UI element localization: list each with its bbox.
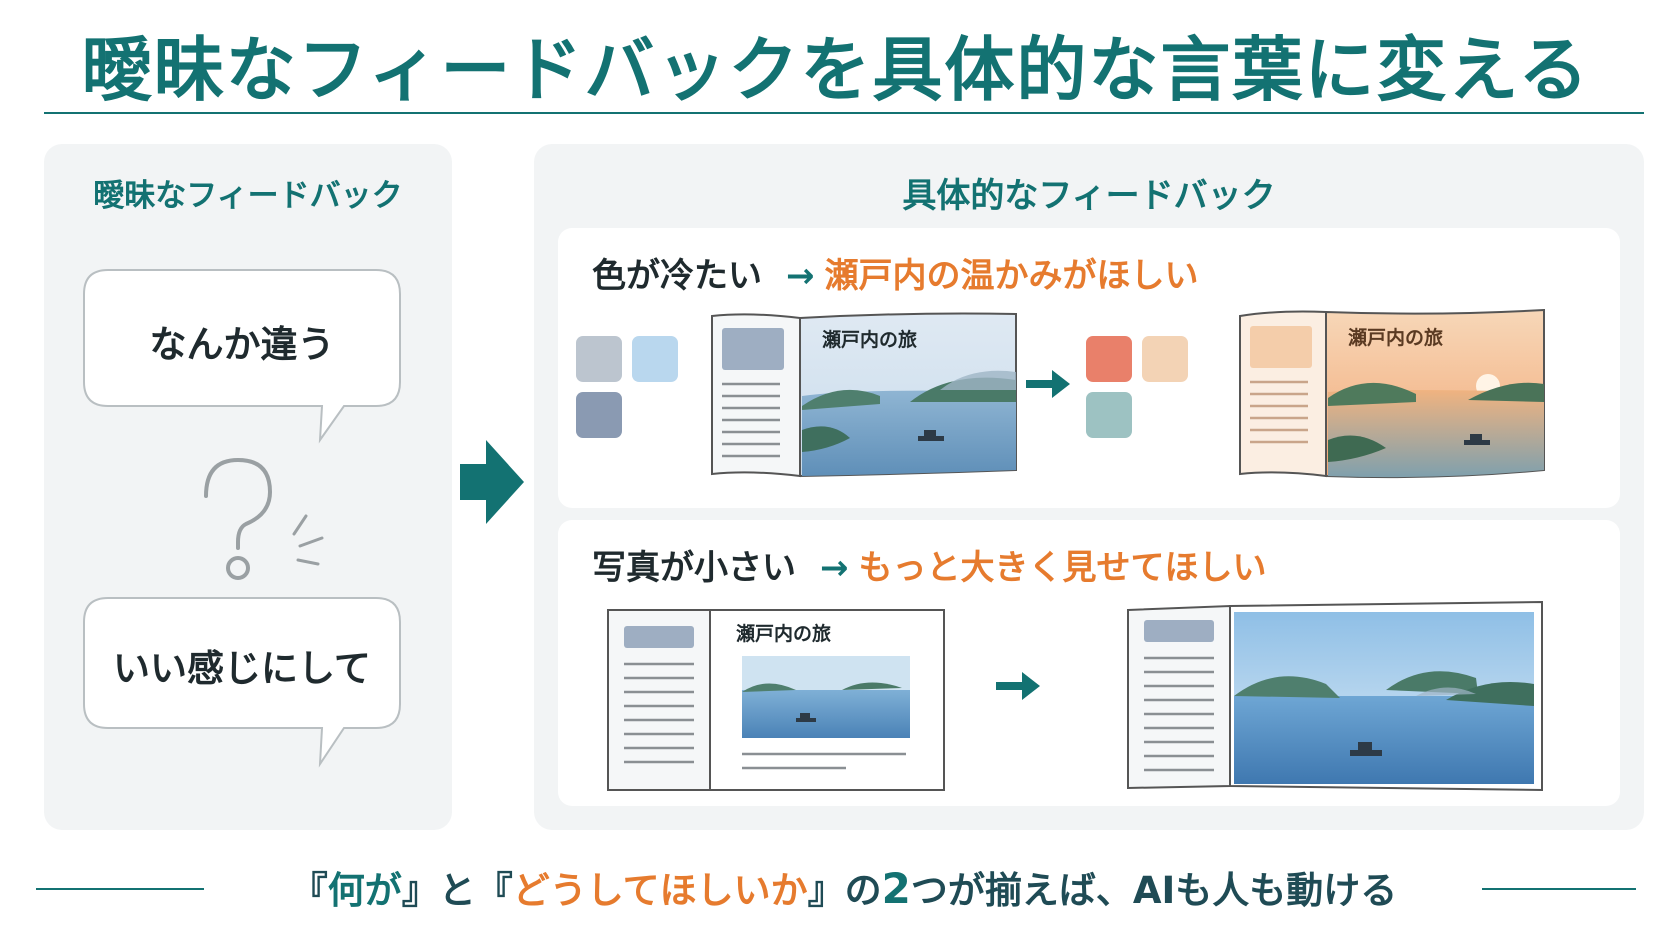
small-brochure-title: 瀬戸内の旅 [736,622,831,645]
right-arrow-icon: → [820,548,849,588]
swatch [1086,392,1132,438]
summary-two: 2 [881,864,911,913]
small-arrow-icon [996,672,1040,700]
small-photo-brochure-image: 瀬戸内の旅 [607,609,945,791]
cool-brochure-title: 瀬戸内の旅 [822,328,917,351]
summary-how: どうしてほしいか [512,869,808,912]
speech-bubble-2: いい感じにして [82,596,402,776]
warm-color-swatches [1086,336,1188,438]
warm-brochure-title: 瀬戸内の旅 [1348,326,1443,349]
right-arrow-icon: → [786,256,815,296]
warm-brochure-image: 瀬戸内の旅 [1239,308,1545,479]
size-request-text: もっと大きく見せてほしい [858,548,1267,588]
bubble-1-text: なんか違う [149,323,335,366]
small-arrow-icon [1026,370,1070,398]
summary-part-3: 』の [807,869,882,912]
specific-feedback-heading: 具体的なフィードバック [902,176,1276,216]
summary-what: 何が [327,869,402,912]
large-photo-brochure-image [1127,600,1543,792]
color-request-text: 瀬戸内の温かみがほしい [824,256,1199,296]
speech-bubble-icon [83,269,401,444]
cool-color-swatches [576,336,678,438]
bubble-2-text: いい感じにして [113,647,371,690]
title-divider [44,112,1644,114]
swatch [576,392,622,438]
transition-arrow-icon [460,440,524,524]
cool-brochure-image: 瀬戸内の旅 [711,312,1017,478]
speech-bubble-1: なんか違う [82,268,402,448]
color-feedback-label: 色が冷たい →瀬戸内の温かみがほしい [592,248,1199,297]
color-problem-text: 色が冷たい [592,256,762,296]
swatch [1142,336,1188,382]
swatch [1086,336,1132,382]
feedback-card-color: 色が冷たい →瀬戸内の温かみがほしい [558,228,1620,508]
size-problem-text: 写真が小さい [592,548,796,588]
vague-feedback-panel: 曖昧なフィードバック なんか違う いい感じにして [44,144,452,830]
summary-part-1: 『 [290,869,328,912]
vague-feedback-heading: 曖昧なフィードバック [93,178,403,214]
specific-feedback-panel: 具体的なフィードバック 色が冷たい→瀬戸内の温かみがほしい [534,144,1644,830]
question-mark-icon [204,457,324,580]
bottom-rule-right [1482,888,1636,890]
summary-part-2: 』と『 [401,869,513,912]
swatch [632,336,678,382]
swatch [576,336,622,382]
size-feedback-label: 写真が小さい →もっと大きく見せてほしい [592,540,1267,589]
speech-bubble-icon [83,597,401,768]
summary-part-4: つが揃えば、AIも人も動ける [910,869,1398,912]
page-title: 曖昧なフィードバックを具体的な言葉に変える [81,29,1591,111]
feedback-card-photo-size: 写真が小さい →もっと大きく見せてほしい [558,520,1620,806]
bottom-rule-left [36,888,204,890]
summary-text: 『何が』と『どうしてほしいか』の2つが揃えば、AIも人も動ける [214,860,1474,914]
